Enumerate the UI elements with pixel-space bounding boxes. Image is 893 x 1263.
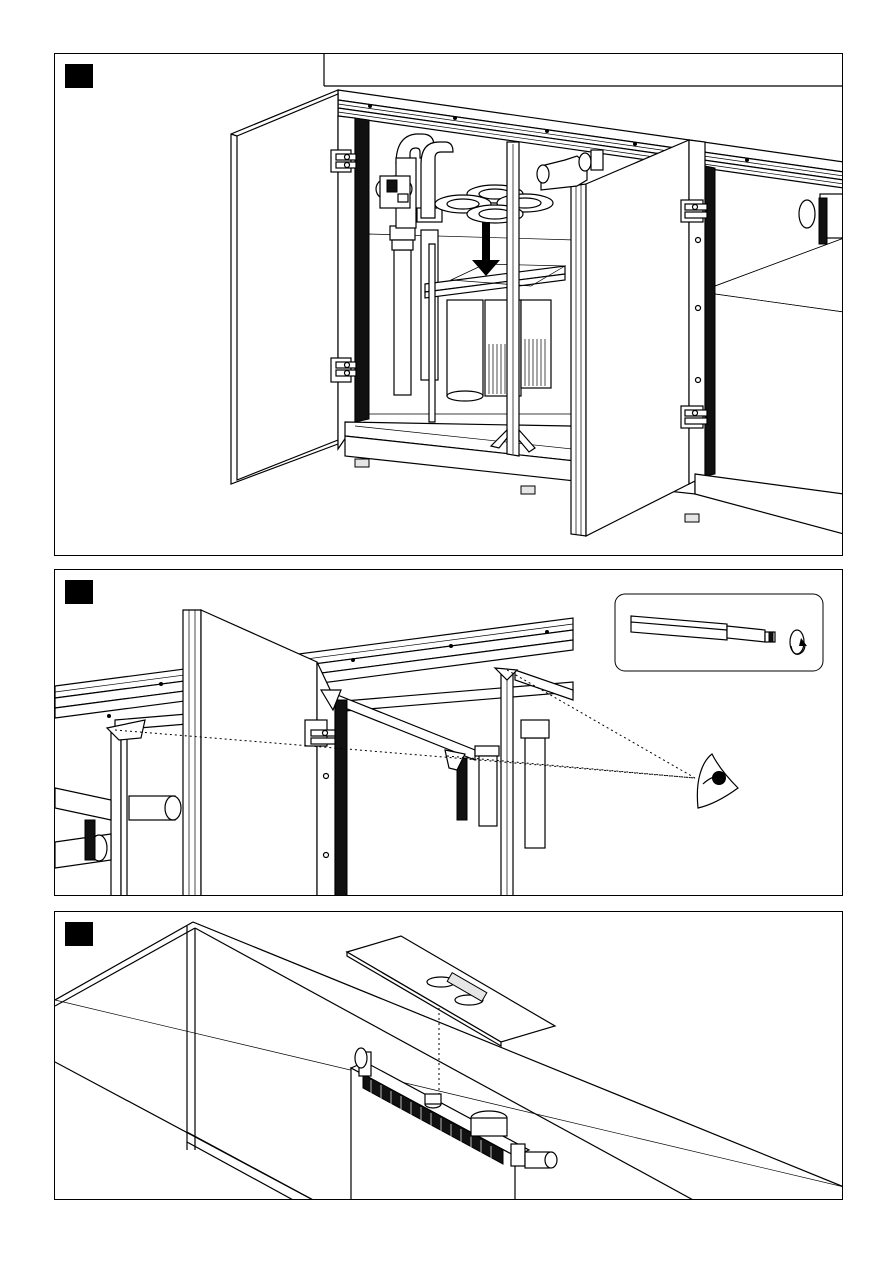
right-door (571, 140, 689, 536)
filter-sock-holder (435, 185, 553, 223)
left-door (231, 90, 338, 484)
step-1-illustration (55, 54, 843, 556)
hinge-icon (681, 200, 707, 222)
step-3-illustration (55, 912, 843, 1200)
eye-icon (697, 754, 738, 808)
step-1-panel (54, 53, 843, 556)
step-3-panel (54, 911, 843, 1200)
step-2-illustration (55, 570, 843, 896)
right-cabinet (685, 140, 843, 534)
filter-sock (447, 300, 551, 401)
door (183, 610, 317, 896)
pump-icon (376, 176, 412, 208)
tank-lid-panel (347, 936, 555, 1046)
sump-overflow-box (351, 1048, 557, 1200)
hinge-icon (681, 406, 707, 428)
filter-frame (425, 264, 565, 298)
step-2-panel (54, 569, 843, 896)
